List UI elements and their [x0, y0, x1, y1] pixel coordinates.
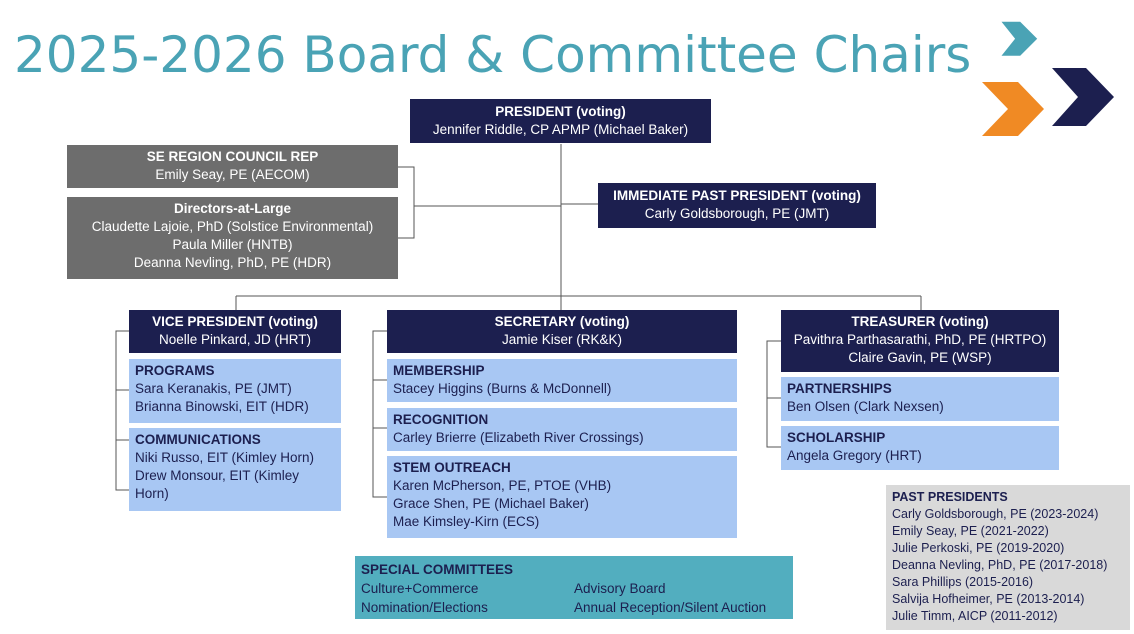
vice-president-box: VICE PRESIDENT (voting) Noelle Pinkard, …	[129, 310, 341, 353]
immediate-past-president-box: IMMEDIATE PAST PRESIDENT (voting) Carly …	[598, 183, 876, 228]
committee-member: Sara Keranakis, PE (JMT)	[135, 381, 292, 396]
committee-title: PROGRAMS	[135, 363, 215, 378]
directors-title: Directors-at-Large	[173, 201, 292, 216]
communications-committee: COMMUNICATIONS Niki Russo, EIT (Kimley H…	[129, 428, 341, 511]
committee-member: Horn)	[135, 486, 169, 501]
past-president-item: Carly Goldsborough, PE (2023-2024)	[892, 507, 1099, 521]
committee-title: RECOGNITION	[393, 412, 489, 427]
recognition-committee: RECOGNITION Carley Brierre (Elizabeth Ri…	[387, 408, 737, 451]
past-president-item: Julie Perkoski, PE (2019-2020)	[892, 541, 1065, 555]
directors-box: Directors-at-Large Claudette Lajoie, PhD…	[67, 197, 398, 279]
past-president-item: Emily Seay, PE (2021-2022)	[892, 524, 1049, 538]
teal-chevron-icon	[1001, 21, 1038, 56]
committee-member: Grace Shen, PE (Michael Baker)	[393, 496, 589, 511]
secretary-title: SECRETARY (voting)	[494, 314, 630, 329]
committee-member: Mae Kimsley-Kirn (ECS)	[393, 514, 540, 529]
se-region-name: Emily Seay, PE (AECOM)	[155, 167, 310, 182]
committee-title: STEM OUTREACH	[393, 460, 511, 475]
stem-outreach-committee: STEM OUTREACH Karen McPherson, PE, PTOE …	[387, 456, 737, 538]
committee-member: Angela Gregory (HRT)	[787, 448, 922, 463]
director-name: Deanna Nevling, PhD, PE (HDR)	[133, 255, 332, 270]
committee-member: Carley Brierre (Elizabeth River Crossing…	[393, 430, 644, 445]
special-committee-item: Culture+Commerce	[361, 581, 479, 596]
special-committees-box: SPECIAL COMMITTEES Culture+Commerce Nomi…	[355, 556, 793, 619]
committee-member: Drew Monsour, EIT (Kimley	[135, 468, 300, 483]
vice-president-name: Noelle Pinkard, JD (HRT)	[158, 332, 312, 347]
special-committees-title: SPECIAL COMMITTEES	[361, 562, 514, 577]
page-title: 2025-2026 Board & Committee Chairs	[14, 26, 972, 84]
committee-title: MEMBERSHIP	[393, 363, 485, 378]
chevron-arrows-icon	[982, 21, 1114, 136]
committee-title: COMMUNICATIONS	[135, 432, 261, 447]
director-name: Claudette Lajoie, PhD (Solstice Environm…	[91, 219, 374, 234]
partnerships-committee: PARTNERSHIPS Ben Olsen (Clark Nexsen)	[781, 377, 1059, 421]
special-committee-item: Annual Reception/Silent Auction	[574, 600, 767, 615]
president-name: Jennifer Riddle, CP APMP (Michael Baker)	[432, 122, 689, 137]
committee-title: PARTNERSHIPS	[787, 381, 892, 396]
se-region-box: SE REGION COUNCIL REP Emily Seay, PE (AE…	[67, 145, 398, 188]
orange-chevron-icon	[982, 82, 1044, 136]
special-committee-item: Nomination/Elections	[361, 600, 488, 615]
programs-committee: PROGRAMS Sara Keranakis, PE (JMT) Briann…	[129, 359, 341, 423]
past-president-item: Sara Phillips (2015-2016)	[892, 575, 1034, 589]
scholarship-committee: SCHOLARSHIP Angela Gregory (HRT)	[781, 426, 1059, 470]
secretary-name: Jamie Kiser (RK&K)	[501, 332, 623, 347]
past-presidents-title: PAST PRESIDENTS	[892, 490, 1008, 504]
special-committee-item: Advisory Board	[574, 581, 666, 596]
committee-member: Stacey Higgins (Burns & McDonnell)	[393, 381, 612, 396]
navy-chevron-icon	[1052, 68, 1114, 126]
committee-member: Niki Russo, EIT (Kimley Horn)	[135, 450, 315, 465]
immediate-past-president-name: Carly Goldsborough, PE (JMT)	[644, 206, 830, 221]
vice-president-title: VICE PRESIDENT (voting)	[152, 314, 318, 329]
treasurer-name: Pavithra Parthasarathi, PhD, PE (HRTPO)	[793, 332, 1047, 347]
treasurer-name: Claire Gavin, PE (WSP)	[848, 350, 992, 365]
committee-member: Brianna Binowski, EIT (HDR)	[135, 399, 309, 414]
treasurer-title: TREASURER (voting)	[851, 314, 989, 329]
director-name: Paula Miller (HNTB)	[172, 237, 293, 252]
se-region-title: SE REGION COUNCIL REP	[146, 149, 319, 164]
secretary-box: SECRETARY (voting) Jamie Kiser (RK&K)	[387, 310, 737, 353]
president-title: PRESIDENT (voting)	[495, 104, 626, 119]
membership-committee: MEMBERSHIP Stacey Higgins (Burns & McDon…	[387, 359, 737, 402]
treasurer-box: TREASURER (voting) Pavithra Parthasarath…	[781, 310, 1059, 372]
past-president-item: Salvija Hofheimer, PE (2013-2014)	[892, 592, 1085, 606]
committee-title: SCHOLARSHIP	[787, 430, 886, 445]
past-president-item: Julie Timm, AICP (2011-2012)	[892, 609, 1058, 623]
immediate-past-president-title: IMMEDIATE PAST PRESIDENT (voting)	[613, 188, 861, 203]
past-president-item: Deanna Nevling, PhD, PE (2017-2018)	[892, 558, 1108, 572]
past-presidents-box: PAST PRESIDENTS Carly Goldsborough, PE (…	[886, 485, 1130, 630]
committee-member: Ben Olsen (Clark Nexsen)	[787, 399, 944, 414]
committee-member: Karen McPherson, PE, PTOE (VHB)	[393, 478, 612, 493]
president-box: PRESIDENT (voting) Jennifer Riddle, CP A…	[410, 99, 711, 143]
